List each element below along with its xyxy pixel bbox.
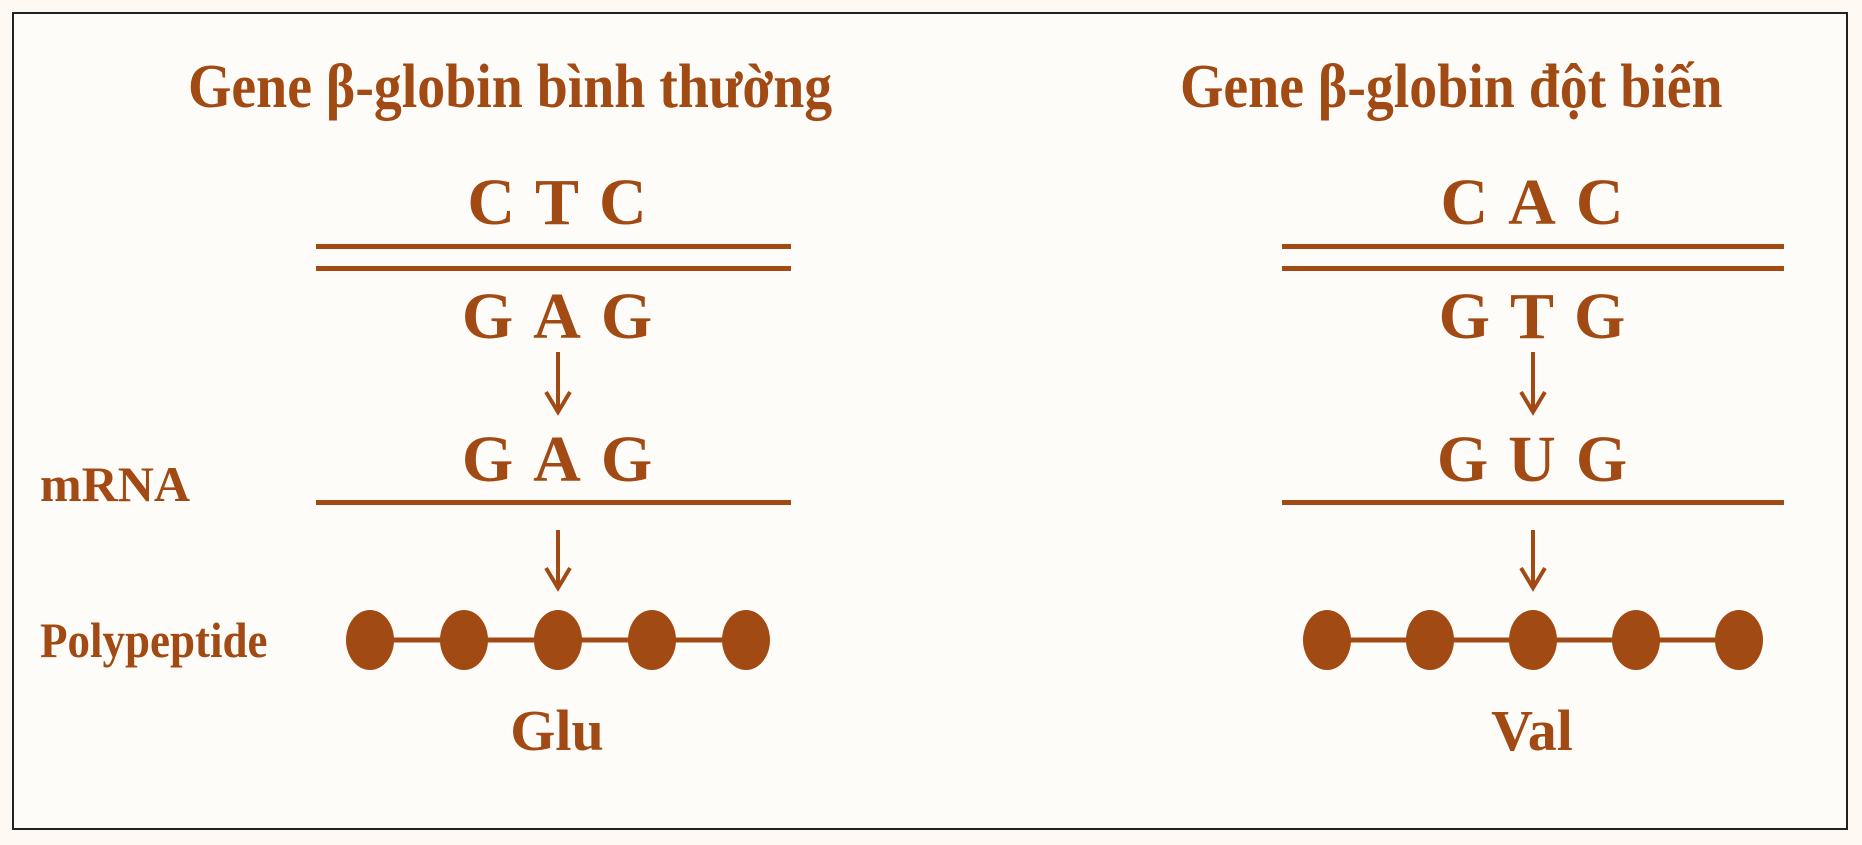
normal-amino-acid-bead	[440, 610, 488, 670]
mutant-dna-strand-top	[1282, 244, 1784, 249]
mutant-translation-arrow	[1519, 530, 1547, 592]
normal-amino-acid: Glu	[510, 698, 604, 763]
mutant-amino-acid: Val	[1491, 698, 1573, 763]
mutant-dna-top-base-1: C	[1440, 166, 1489, 239]
normal-mrna-base-2: A	[533, 423, 581, 496]
mutant-amino-acid-bead	[1715, 610, 1763, 670]
normal-mrna-base-3: G	[600, 423, 653, 496]
mutant-polypeptide-chain	[1303, 610, 1763, 670]
normal-dna-top-base-3: C	[599, 166, 647, 239]
mutant-amino-acid-bead	[1509, 610, 1557, 670]
mutant-mrna-strand	[1282, 500, 1784, 505]
mutant-mrna-base-3: G	[1575, 423, 1628, 496]
mutant-amino-acid-bead	[1612, 610, 1660, 670]
normal-dna-bottom-base-1: G	[461, 280, 514, 353]
mutant-dna-top-base-2: A	[1508, 166, 1556, 239]
normal-dna-top-base-2: T	[534, 166, 580, 239]
normal-polypeptide-chain	[346, 610, 770, 670]
mutant-mrna-base-1: G	[1436, 423, 1489, 496]
diagram-frame	[12, 12, 1848, 830]
normal-dna-bottom-base-2: A	[533, 280, 581, 353]
mutant-gene-title: Gene β-globin đột biến	[1180, 53, 1723, 121]
mutant-amino-acid-bead	[1406, 610, 1454, 670]
normal-transcription-arrow	[544, 352, 572, 416]
normal-amino-acid-bead	[722, 610, 770, 670]
mutant-transcription-arrow	[1519, 352, 1547, 416]
mutant-mrna-base-2: U	[1508, 423, 1556, 496]
normal-dna-strand-bottom	[316, 266, 791, 271]
normal-translation-arrow	[544, 530, 572, 592]
normal-amino-acid-bead	[346, 610, 394, 670]
mutant-dna-strand-bottom	[1282, 266, 1784, 271]
mrna-label: mRNA	[40, 456, 190, 512]
normal-dna-top-base-1: C	[467, 166, 515, 239]
mutant-amino-acid-bead	[1303, 610, 1351, 670]
normal-dna-strand-top	[316, 244, 791, 249]
normal-gene-title: Gene β-globin bình thường	[188, 53, 833, 121]
normal-mrna-base-1: G	[461, 423, 514, 496]
polypeptide-label: Polypeptide	[40, 612, 268, 668]
normal-amino-acid-bead	[534, 610, 582, 670]
normal-mrna-strand	[316, 500, 791, 505]
mutant-dna-bottom-base-3: G	[1574, 280, 1626, 353]
mutant-dna-bottom-base-2: T	[1509, 280, 1555, 353]
mutant-dna-top-base-3: C	[1575, 166, 1624, 239]
normal-dna-bottom-base-3: G	[600, 280, 653, 353]
mutant-dna-bottom-base-1: G	[1438, 280, 1490, 353]
normal-amino-acid-bead	[628, 610, 676, 670]
